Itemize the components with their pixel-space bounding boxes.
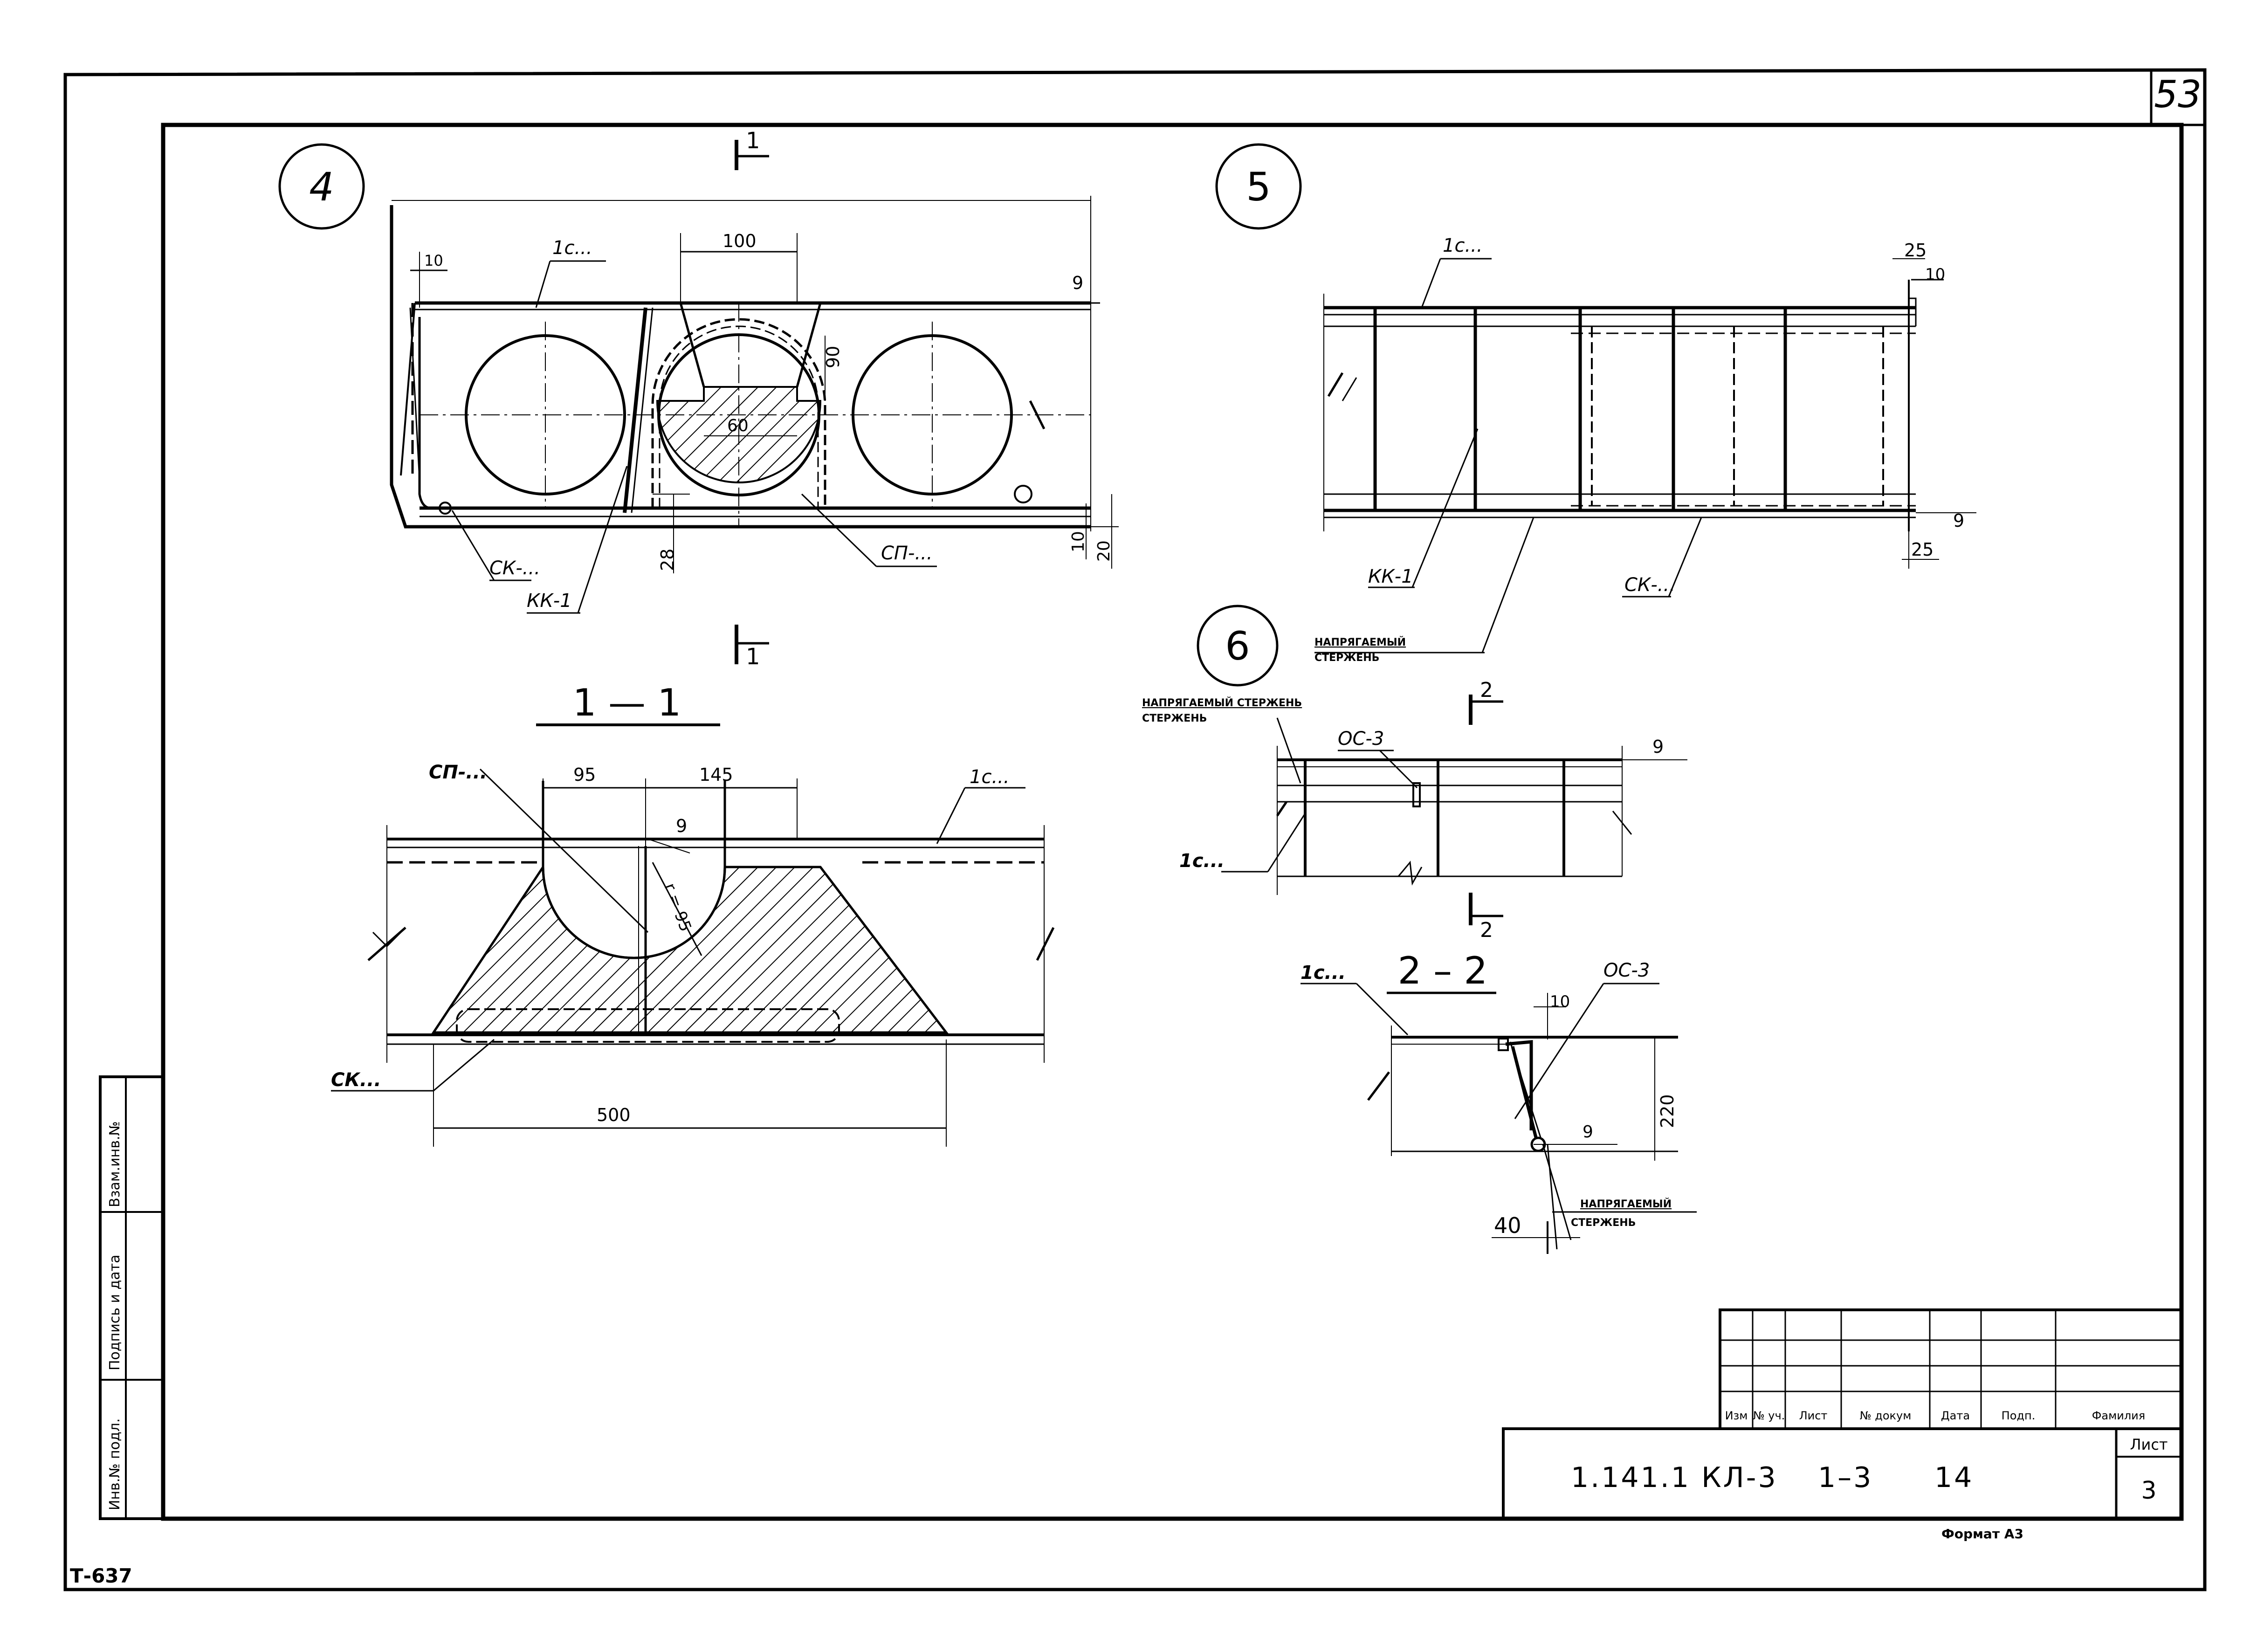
- stamp-replaced-inv: Взам.инв.№: [107, 1121, 123, 1207]
- v4-label-kk1: КК-1: [527, 590, 572, 612]
- tb-code: 1.141.1 КЛ-3: [1571, 1461, 1778, 1494]
- view-6-number: 6: [1225, 623, 1250, 669]
- v4-label-1c: 1с...: [552, 237, 592, 259]
- stamp-signature-date: Подпись и дата: [107, 1255, 123, 1371]
- s22-label-1c: 1с...: [1301, 962, 1346, 984]
- v6-section-mark-top: 2: [1480, 678, 1493, 702]
- tb-number: 14: [1934, 1461, 1974, 1494]
- v6-napr-line1: НАПРЯГАЕМЫЙ СТЕРЖЕНЬ: [1142, 697, 1302, 709]
- tb-header-izm: Изм: [1725, 1409, 1748, 1422]
- s11-title: 1 — 1: [573, 681, 681, 724]
- s22-title: 2 – 2: [1398, 949, 1488, 992]
- v5-label-sk: СК-...: [1624, 574, 1675, 596]
- v4-label-sk: СК-...: [489, 558, 540, 579]
- v4-section-mark-top: 1: [746, 128, 760, 154]
- v4-dim-100: 100: [723, 231, 757, 251]
- s11-dim-95: 95: [573, 764, 596, 785]
- v6-label-oc3: ОС-3: [1338, 728, 1384, 750]
- s22-dim-9: 9: [1583, 1122, 1593, 1142]
- v5-dim-10: 10: [1925, 265, 1945, 284]
- v6-label-1c: 1с...: [1179, 850, 1225, 872]
- v5-dim-9: 9: [1953, 510, 1964, 531]
- inventory-number: Т-637: [70, 1564, 132, 1587]
- view-5-number: 5: [1246, 164, 1271, 210]
- tb-header-name: Фамилия: [2092, 1409, 2145, 1422]
- title-block: Изм № уч. Лист № докум Дата Подп. Фамили…: [1502, 1308, 2183, 1520]
- s22-dim-220: 220: [1657, 1094, 1678, 1128]
- tb-header-sign: Подп.: [2002, 1409, 2036, 1422]
- v4-label-sp: СП-...: [881, 543, 933, 564]
- v4-dim-60: 60: [727, 416, 749, 435]
- side-stamp: Инв.№ подл. Подпись и дата Взам.инв.№: [99, 1075, 165, 1520]
- v4-dim-10: 10: [424, 252, 443, 269]
- section-1-1: 1 — 1 95 145 9 r = 95 500: [331, 681, 1055, 1147]
- outer-frame: [63, 68, 2207, 1591]
- view-6: 6 2 2 9 НАПРЯГАЕМЫЙ СТЕРЖЕНЬ СТЕРЖЕНЬ ОС…: [1142, 605, 1687, 942]
- tb-header-list: Лист: [1799, 1409, 1828, 1422]
- v4-dim-20: 20: [1094, 540, 1114, 562]
- view-6-marker: [1197, 605, 1279, 687]
- s22-napr-line1: НАПРЯГАЕМЫЙ: [1580, 1198, 1672, 1210]
- tb-header-doc: № докум: [1860, 1409, 1912, 1422]
- view-4-number: 4: [309, 164, 334, 210]
- view-4: 4 1 1: [278, 128, 1119, 670]
- v4-section-mark-bottom: 1: [746, 644, 760, 670]
- s11-dim-9: 9: [676, 816, 687, 836]
- v4-dim-28: 28: [657, 549, 678, 571]
- tb-header-date: Дата: [1941, 1409, 1970, 1422]
- s11-label-sk: СК...: [331, 1069, 381, 1091]
- v4-dim-9-top: 9: [1072, 273, 1083, 293]
- view-5-marker: [1215, 143, 1302, 230]
- s11-label-sp: СП-...: [429, 762, 487, 783]
- view-4-marker: [278, 143, 365, 230]
- v4-dim-10-bottom: 10: [1069, 531, 1088, 552]
- format-label: Формат А3: [1941, 1526, 2023, 1542]
- v5-dim-25-top: 25: [1904, 240, 1927, 261]
- view-5: 5 25 10 9 25: [1215, 143, 1976, 664]
- v5-napr-line2: СТЕРЖЕНЬ: [1314, 652, 1379, 664]
- page-number: 53: [2154, 73, 2202, 116]
- v5-label-kk1: КК-1: [1368, 566, 1413, 587]
- s22-label-oc3: ОС-3: [1603, 960, 1650, 981]
- stamp-inv-original: Инв.№ подл.: [107, 1418, 123, 1510]
- v5-napr-line1: НАПРЯГАЕМЫЙ: [1314, 636, 1406, 648]
- v5-dim-25-bottom: 25: [1911, 539, 1934, 560]
- tb-sheet-label: Лист: [2130, 1436, 2168, 1453]
- tb-header-uch: № уч.: [1753, 1409, 1785, 1422]
- s11-label-1c: 1с...: [970, 766, 1010, 788]
- v4-dim-90: 90: [823, 346, 843, 368]
- section-2-2: 2 – 2 1с... 10 220 9 40 ОС-3 НАПРЯГАЕМЫЙ: [1301, 949, 1697, 1254]
- tb-issue: 1–3: [1818, 1461, 1873, 1494]
- s22-napr-line2: СТЕРЖЕНЬ: [1571, 1217, 1636, 1229]
- v6-dim-9: 9: [1652, 737, 1664, 757]
- s22-dim-40: 40: [1494, 1213, 1521, 1238]
- v6-napr-line2: СТЕРЖЕНЬ: [1142, 713, 1207, 724]
- tb-sheet-value: 3: [2141, 1477, 2156, 1505]
- s22-dim-10: 10: [1550, 992, 1570, 1011]
- v6-section-mark-bottom: 2: [1480, 918, 1493, 942]
- v5-label-1c: 1с...: [1443, 235, 1483, 256]
- s11-dim-500: 500: [597, 1105, 631, 1125]
- s11-dim-145: 145: [699, 764, 733, 785]
